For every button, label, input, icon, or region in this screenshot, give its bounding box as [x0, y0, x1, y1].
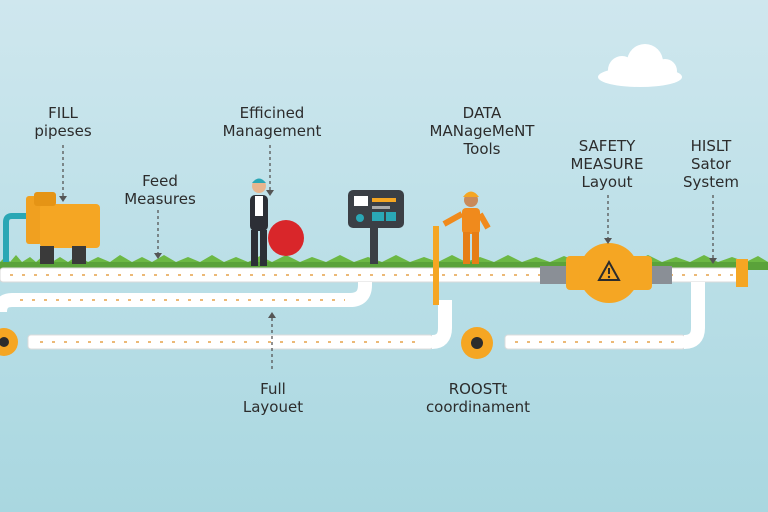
label-safety-measure-layout: SAFETY MEASURE Layout: [570, 137, 644, 191]
label-feed-measures: Feed Measures: [124, 172, 196, 208]
pointer-arrows: [59, 190, 717, 318]
cloud-icon: [598, 44, 682, 87]
left-pipe-end: [0, 328, 18, 356]
label-hislt-sator-system: HISLT Sator System: [683, 137, 739, 191]
middle-pipe: [0, 282, 372, 313]
valve-icon: [566, 243, 652, 303]
field-worker-icon: [442, 191, 491, 264]
label-efficined-management: Efficined Management: [222, 104, 322, 140]
center-pipe-end: [461, 327, 493, 359]
label-data-management-tools: DATA MANageMeNT Tools: [429, 104, 535, 158]
label-full-layouet: Full Layouet: [242, 380, 304, 416]
grass-strip: [0, 255, 768, 270]
label-roostt-coordinament: RООSTt coordinament: [425, 380, 531, 416]
label-fill-pipeses: FILL pipeses: [34, 104, 92, 140]
control-panel-icon: [348, 190, 404, 264]
worker-icon: [250, 178, 304, 266]
main-pipe: [0, 259, 748, 287]
pointer-lines: [62, 145, 714, 372]
warning-icon: [597, 259, 621, 281]
pump-machine-icon: [2, 192, 100, 264]
lower-pipe: [27, 282, 705, 350]
